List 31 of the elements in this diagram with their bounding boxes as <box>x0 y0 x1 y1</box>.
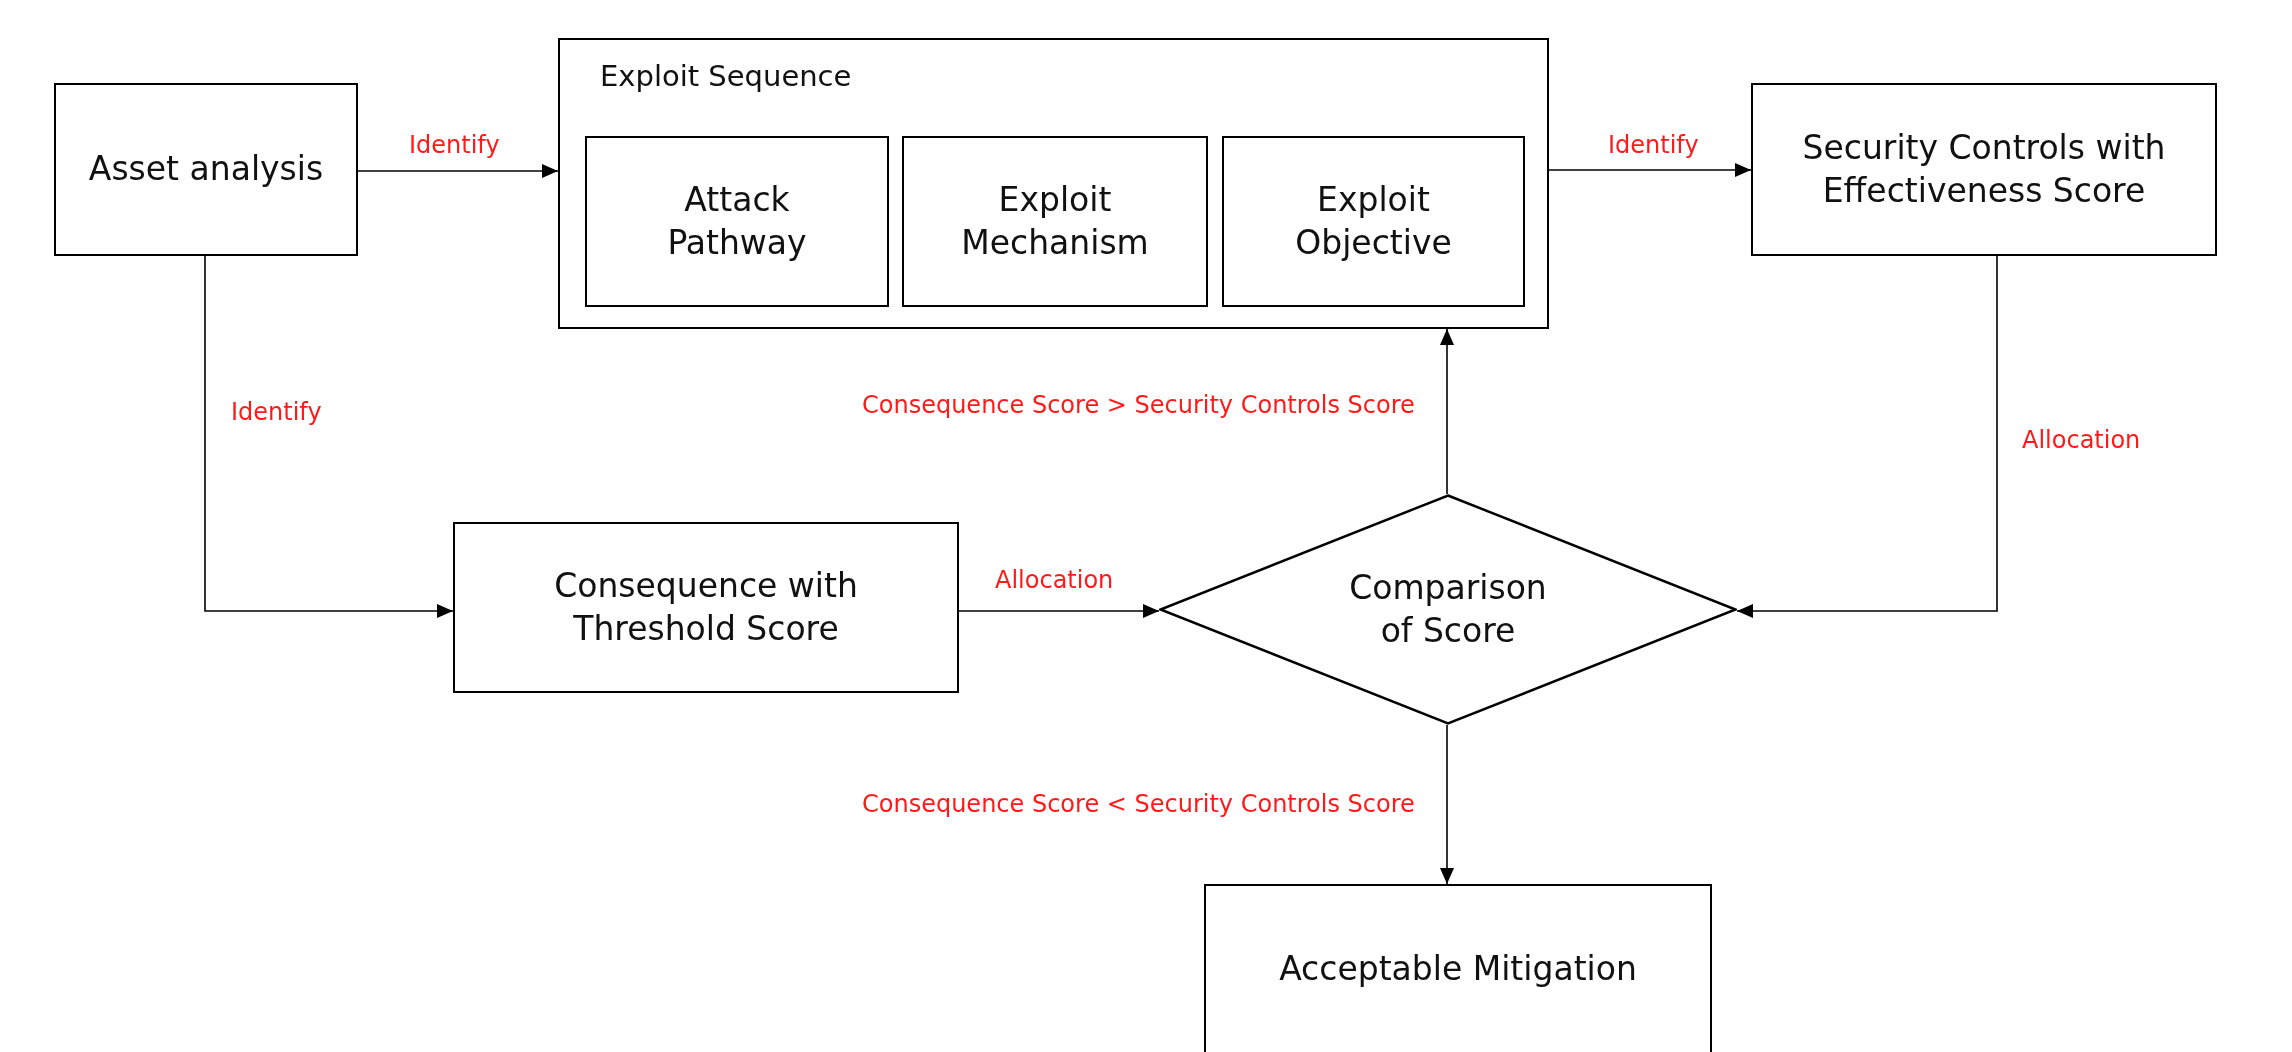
node-label: Asset analysis <box>87 148 325 191</box>
node-label: Consequence with Threshold Score <box>553 564 859 650</box>
edge-label: Identify <box>409 131 500 159</box>
group-box <box>558 38 1549 329</box>
node-label: Comparison of Score <box>1348 566 1548 652</box>
edge-label: Identify <box>231 398 322 426</box>
process-box <box>585 136 889 307</box>
edge-label: Allocation <box>995 566 1114 594</box>
arrow <box>1548 163 1752 177</box>
arrow <box>204 255 454 618</box>
edge-label: Consequence Score < Security Controls Score <box>862 790 1415 818</box>
node-label: Acceptable Mitigation <box>1278 947 1638 990</box>
process-box <box>453 522 959 693</box>
arrow <box>958 604 1160 618</box>
node-label: Exploit Mechanism <box>960 178 1150 264</box>
node-label: Attack Pathway <box>666 178 808 264</box>
node-label: Security Controls with Effectiveness Score <box>1801 126 2167 212</box>
process-box <box>1751 83 2217 256</box>
node-label: Exploit Objective <box>1294 178 1453 264</box>
group-title: Exploit Sequence <box>600 58 852 95</box>
arrow <box>1440 724 1454 885</box>
process-box <box>902 136 1208 307</box>
process-box <box>1204 884 1712 1052</box>
arrow <box>357 164 559 178</box>
edge-label: Identify <box>1608 131 1699 159</box>
edge-label: Consequence Score > Security Controls Score <box>862 391 1415 419</box>
arrow <box>1440 328 1454 495</box>
process-box <box>1222 136 1525 307</box>
arrow <box>1736 255 1998 618</box>
process-box <box>54 83 358 256</box>
edge-label: Allocation <box>2022 426 2141 454</box>
